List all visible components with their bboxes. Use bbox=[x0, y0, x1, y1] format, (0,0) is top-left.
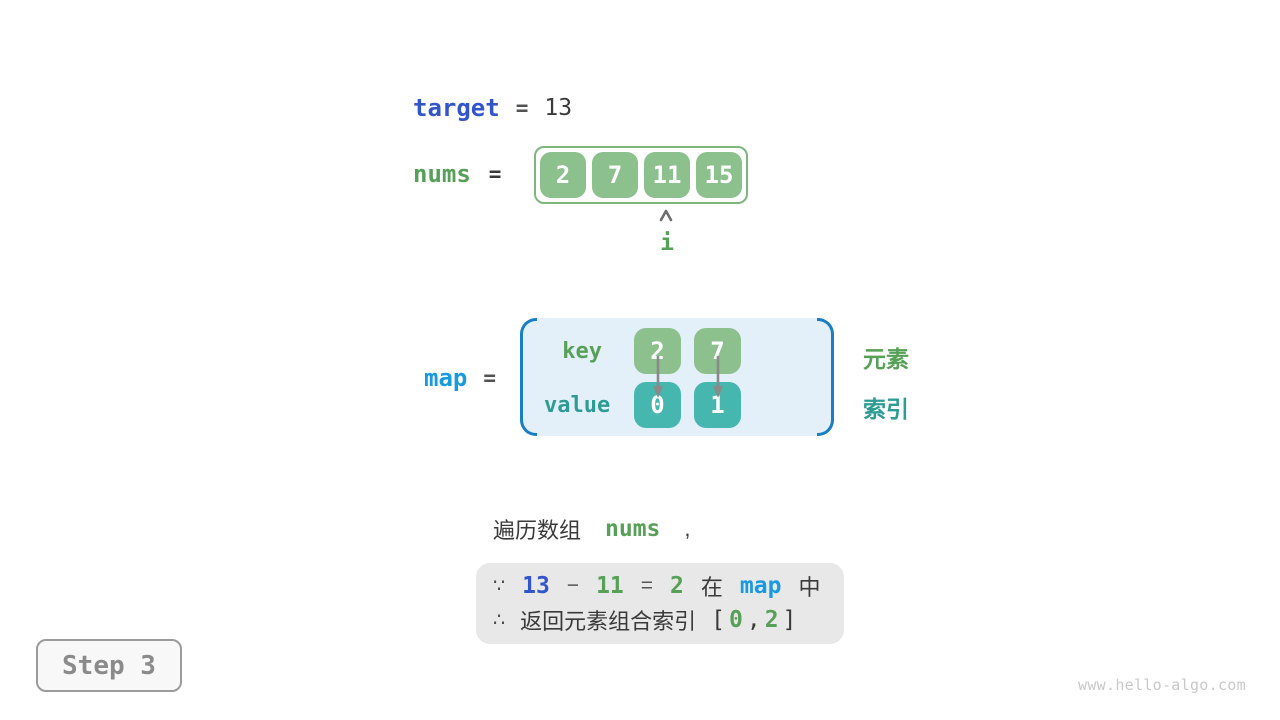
therefore-symbol: ∴ bbox=[493, 609, 506, 631]
array-cell: 11 bbox=[644, 152, 690, 198]
note-line-therefore: ∴ 返回元素组合索引 [ 0 , 2 ] bbox=[493, 603, 844, 637]
key-to-value-arrow-icon bbox=[651, 354, 665, 405]
result-index-b: 2 bbox=[764, 607, 779, 633]
map-value-cell: 0 bbox=[634, 382, 681, 428]
step-badge: Step 3 bbox=[36, 639, 182, 692]
map-equals: = bbox=[483, 366, 497, 390]
pointer-caret-icon bbox=[658, 209, 674, 227]
map-ref: map bbox=[739, 573, 782, 599]
index-side-label: 索引 bbox=[863, 396, 909, 422]
step-badge-label: Step 3 bbox=[62, 650, 156, 681]
bracket-close: ] bbox=[782, 607, 797, 633]
caption-line: 遍历数组 nums , bbox=[493, 513, 691, 545]
nums-label: nums bbox=[413, 160, 471, 188]
target-label: target bbox=[413, 94, 500, 122]
map-value-label: value bbox=[544, 393, 611, 418]
subtrahend: 11 bbox=[596, 573, 624, 599]
target-line: target = 13 bbox=[413, 94, 572, 122]
result-text: 返回元素组合索引 bbox=[520, 609, 697, 634]
element-side-label: 元素 bbox=[863, 346, 909, 372]
map-key-label: key bbox=[562, 339, 602, 364]
nums-array: 2 7 11 15 bbox=[534, 146, 748, 204]
watermark: www.hello-algo.com bbox=[1078, 676, 1246, 694]
map-bracket-right-icon bbox=[817, 318, 834, 436]
difference: 2 bbox=[670, 573, 684, 599]
map-line: map = bbox=[424, 364, 496, 392]
note-line-because: ∵ 13 − 11 = 2 在 map 中 bbox=[493, 569, 844, 603]
array-cell: 7 bbox=[592, 152, 638, 198]
map-container: key value 2 7 0 1 bbox=[520, 318, 834, 436]
target-equals: = bbox=[515, 96, 529, 120]
index-comma: , bbox=[746, 607, 761, 633]
array-cell: 15 bbox=[696, 152, 742, 198]
caption-prefix: 遍历数组 bbox=[493, 518, 582, 543]
note-box: ∵ 13 − 11 = 2 在 map 中 ∴ 返回元素组合索引 [ 0 , 2… bbox=[476, 563, 844, 644]
suffix-word: 中 bbox=[798, 575, 821, 600]
result-index-a: 0 bbox=[728, 607, 743, 633]
map-value-cell: 1 bbox=[694, 382, 741, 428]
because-symbol: ∵ bbox=[493, 575, 506, 597]
bracket-open: [ bbox=[711, 607, 725, 633]
pointer-label: i bbox=[660, 230, 674, 256]
map-label: map bbox=[424, 364, 468, 392]
result-index-pair: [ 0 , 2 ] bbox=[711, 607, 796, 633]
target-value: 13 bbox=[544, 95, 573, 121]
caption-comma: , bbox=[684, 516, 691, 541]
map-bracket-left-icon bbox=[520, 318, 537, 436]
caption-nums-ref: nums bbox=[605, 516, 661, 542]
key-to-value-arrow-icon bbox=[711, 354, 725, 405]
equals-operator: = bbox=[640, 574, 654, 597]
nums-equals: = bbox=[488, 162, 502, 186]
nums-line: nums = bbox=[413, 160, 501, 188]
array-cell: 2 bbox=[540, 152, 586, 198]
minus-operator: − bbox=[566, 574, 580, 597]
in-word: 在 bbox=[700, 575, 723, 600]
minuend: 13 bbox=[522, 573, 550, 599]
